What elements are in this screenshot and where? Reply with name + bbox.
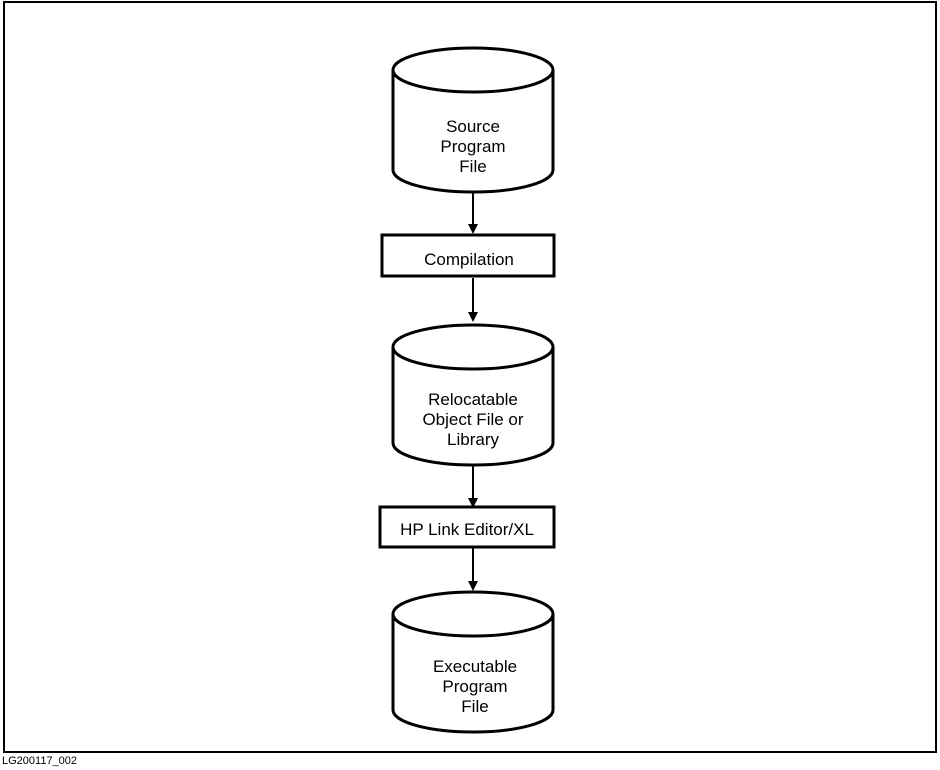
executable-line-1: Executable [433, 657, 517, 676]
compilation-box: Compilation [380, 233, 556, 278]
source-line-1: Source [446, 117, 500, 136]
object-line-3: Library [447, 430, 499, 449]
object-line-1: Relocatable [428, 390, 518, 409]
figure-id-label: LG200117_002 [2, 755, 78, 767]
object-line-2: Object File or [422, 410, 523, 429]
source-line-2: Program [440, 137, 505, 156]
executable-line-3: File [461, 697, 488, 716]
link-editor-label: HP Link Editor/XL [400, 520, 534, 539]
compilation-label: Compilation [424, 250, 514, 269]
executable-file-cylinder: Executable Program File [391, 590, 555, 734]
executable-line-2: Program [442, 677, 507, 696]
diagram-frame [3, 1, 937, 753]
object-file-cylinder: Relocatable Object File or Library [391, 323, 555, 467]
source-line-3: File [459, 157, 486, 176]
link-editor-box: HP Link Editor/XL [378, 505, 556, 549]
source-program-file-cylinder: Source Program File [391, 46, 555, 194]
